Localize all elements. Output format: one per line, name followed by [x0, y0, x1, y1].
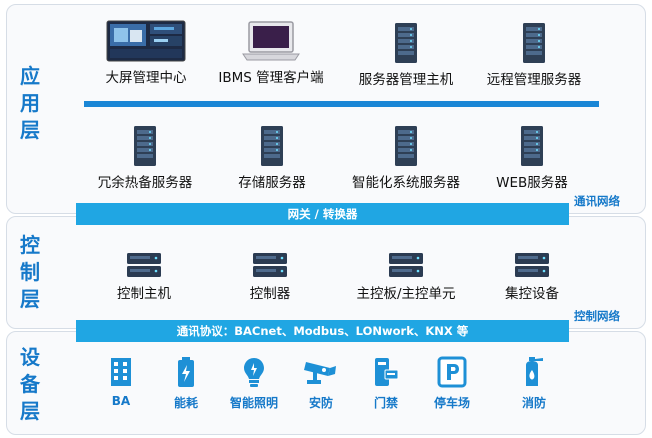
device-smart-lighting-label: 智能照明: [229, 396, 278, 410]
device-fire-protection: 消防: [514, 356, 554, 411]
server-management-host-label: 服务器管理主机: [358, 72, 454, 88]
building-icon: [111, 358, 131, 386]
rack-server-icon: [253, 253, 287, 277]
control-host-label: 控制主机: [117, 286, 171, 302]
control-host: 控制主机: [104, 252, 184, 302]
redundant-standby-server: 冗余热备服务器: [82, 125, 208, 191]
device-parking-label: 停车场: [433, 396, 470, 410]
device-fire-protection-label: 消防: [521, 396, 546, 410]
ibms-client-label: IBMS 管理客户端: [218, 70, 324, 86]
remote-management-server-label: 远程管理服务器: [486, 72, 582, 88]
device-energy-label: 能耗: [173, 396, 198, 410]
storage-server: 存储服务器: [222, 125, 322, 191]
main-control-unit: 主控板/主控单元: [340, 252, 472, 302]
protocol-bar: 通讯协议：BACnet、Modbus、LONwork、KNX 等: [76, 320, 569, 342]
battery-icon: [178, 357, 194, 387]
server-tower-icon: [523, 23, 545, 63]
control-layer-label: 控制层: [20, 233, 40, 311]
device-smart-lighting: 智能照明: [222, 356, 286, 411]
web-server-label: WEB服务器: [496, 175, 568, 191]
device-parking: 停车场: [426, 356, 478, 411]
remote-management-server: 远程管理服务器: [474, 22, 594, 88]
cctv-camera-icon: [304, 362, 336, 384]
rack-server-icon: [389, 253, 423, 277]
server-tower-icon: [395, 23, 417, 63]
intelligent-system-server: 智能化系统服务器: [336, 125, 476, 191]
controller: 控制器: [234, 252, 306, 302]
main-control-unit-label: 主控板/主控单元: [356, 286, 456, 302]
ibms-client: IBMS 管理客户端: [206, 20, 336, 86]
monitor-screen-icon: [106, 20, 186, 62]
control-network-label: 控制网络: [574, 309, 620, 323]
protocol-bar-label: 通讯协议：BACnet、Modbus、LONwork、KNX 等: [176, 324, 469, 338]
web-server: WEB服务器: [484, 125, 580, 191]
application-layer-label: 应用层: [20, 64, 40, 142]
application-bus-line: [84, 101, 599, 107]
controller-label: 控制器: [249, 286, 291, 302]
fire-extinguisher-icon: [526, 357, 543, 386]
gateway-bar: 网关 / 转换器: [76, 203, 569, 225]
storage-server-label: 存储服务器: [238, 175, 306, 191]
device-security-label: 安防: [308, 396, 333, 410]
device-security: 安防: [300, 356, 342, 411]
device-ba: BA: [101, 356, 141, 408]
laptop-icon: [242, 21, 300, 61]
centralized-control-device-label: 集控设备: [505, 286, 559, 302]
server-tower-icon: [521, 126, 543, 166]
access-card-icon: [375, 358, 399, 386]
server-tower-icon: [261, 126, 283, 166]
redundant-standby-server-label: 冗余热备服务器: [97, 175, 193, 191]
lightbulb-icon: [244, 358, 264, 387]
big-screen-center: 大屏管理中心: [92, 20, 200, 86]
device-ba-label: BA: [111, 394, 131, 408]
rack-server-icon: [515, 253, 549, 277]
comm-network-label: 通讯网络: [574, 194, 620, 208]
intelligent-system-server-label: 智能化系统服务器: [352, 175, 460, 191]
gateway-bar-label: 网关 / 转换器: [287, 207, 358, 221]
centralized-control-device: 集控设备: [492, 252, 572, 302]
big-screen-center-label: 大屏管理中心: [105, 70, 187, 86]
device-energy: 能耗: [166, 356, 206, 411]
server-tower-icon: [134, 126, 156, 166]
rack-server-icon: [127, 253, 161, 277]
parking-icon: [437, 356, 467, 388]
server-tower-icon: [395, 126, 417, 166]
device-access-control: 门禁: [366, 356, 406, 411]
server-management-host: 服务器管理主机: [346, 22, 466, 88]
device-layer-label: 设备层: [20, 345, 40, 423]
device-access-control-label: 门禁: [373, 396, 398, 410]
